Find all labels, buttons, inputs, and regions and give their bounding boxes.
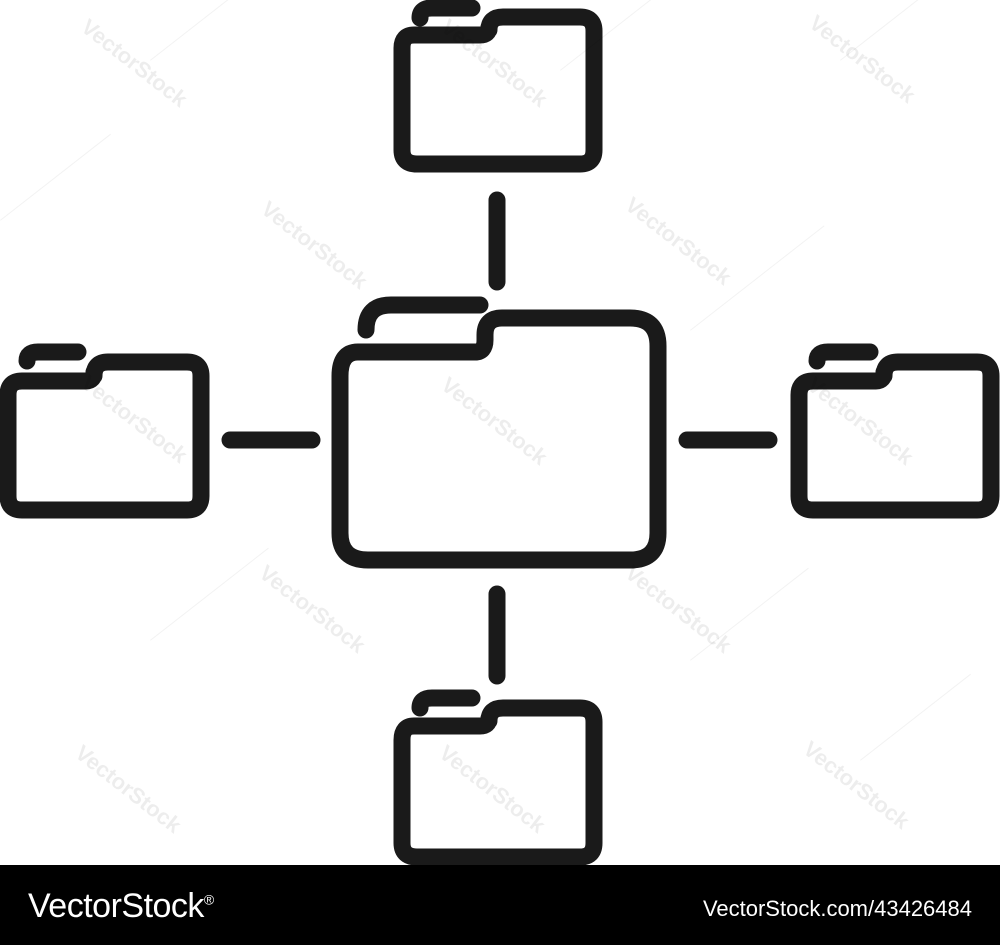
left-folder-icon	[0, 343, 210, 519]
brand-logo: VectorStock®	[28, 887, 214, 926]
top-folder-icon	[393, 0, 603, 173]
image-reference: VectorStock.com/43426484	[702, 896, 972, 921]
illustration-canvas: VectorStock VectorStock VectorStock Vect…	[0, 0, 1000, 865]
center-folder-icon	[331, 296, 667, 569]
brand-name: VectorStock	[28, 887, 204, 925]
footer-bar: VectorStock® VectorStock.com/43426484	[0, 865, 1000, 945]
right-folder-icon	[790, 343, 1000, 519]
registered-mark: ®	[203, 891, 214, 908]
bottom-folder-icon	[393, 689, 603, 865]
folder-network-icon	[0, 0, 1000, 865]
